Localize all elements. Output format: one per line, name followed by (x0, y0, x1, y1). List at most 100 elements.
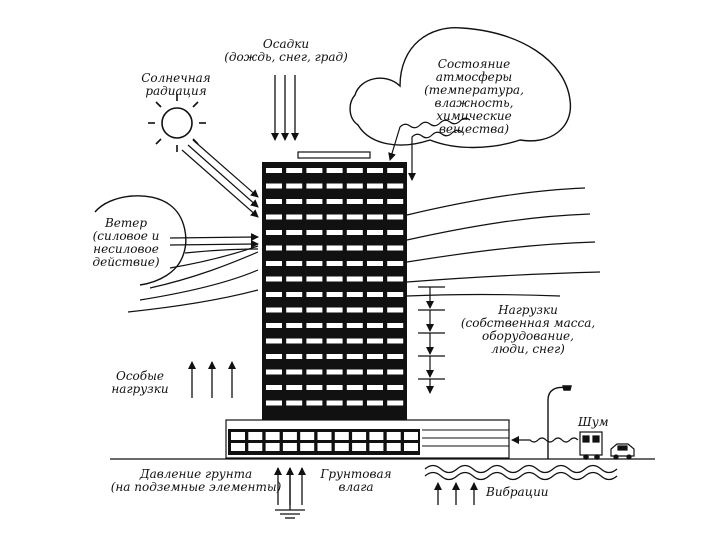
tower-window (306, 261, 323, 266)
groundwater-label: Грунтовая влага (320, 467, 392, 494)
tower-window (326, 230, 343, 235)
precipitation-arrows (271, 75, 299, 141)
tower-window (286, 245, 303, 251)
tower-window (387, 214, 404, 220)
tower-window (326, 369, 343, 375)
podium-window (265, 432, 280, 440)
tower-window (387, 338, 404, 344)
tower-window (266, 183, 282, 189)
podium-window (369, 443, 384, 451)
tower-window (387, 354, 404, 359)
tower-window (346, 276, 363, 282)
tower-window (286, 385, 303, 390)
tower-window (266, 385, 282, 390)
tower-window (367, 369, 383, 375)
vibration-label: Вибрации (486, 485, 549, 499)
tower-window (326, 183, 343, 189)
atmosphere-label: Состояние атмосферы (температура, влажно… (424, 57, 524, 136)
solar-radiation-arrows (181, 139, 259, 218)
tower-window (286, 168, 303, 173)
tower-window (286, 214, 303, 220)
sun-icon (148, 94, 206, 152)
tower-window (266, 199, 282, 204)
tower-window (367, 354, 383, 359)
tower-window (326, 276, 343, 282)
podium-window (282, 443, 297, 451)
podium-window (248, 443, 263, 451)
tower-window (387, 323, 404, 328)
ground-symbol-icon (275, 468, 305, 519)
tower-window (266, 168, 282, 173)
tower-window (346, 354, 363, 359)
podium-window (334, 443, 349, 451)
tower-window (266, 261, 282, 266)
tower-window (326, 261, 343, 266)
street-lamp-icon (547, 385, 572, 459)
tower-window (346, 245, 363, 251)
car-icon (610, 443, 635, 460)
tower-window (387, 183, 404, 189)
tower-window (346, 168, 363, 173)
tower-window (266, 354, 282, 359)
tower-window (367, 214, 383, 220)
tower-window (346, 369, 363, 375)
wind-label: Ветер (силовое и несиловое действие) (92, 216, 160, 269)
tower-window (306, 292, 323, 297)
podium-window (282, 432, 297, 440)
tower-window (286, 199, 303, 204)
podium-window (352, 443, 367, 451)
podium-window (386, 432, 401, 440)
tower-window (266, 230, 282, 235)
tower-window (266, 276, 282, 282)
tower-window (387, 230, 404, 235)
wind-flow-lines-left (127, 233, 259, 313)
tower-window (367, 307, 383, 313)
tower-window (306, 168, 323, 173)
special-loads-arrows (188, 361, 236, 398)
tower-window (367, 338, 383, 344)
podium-window (265, 443, 280, 451)
tower-window (326, 354, 343, 359)
podium-building (225, 419, 510, 459)
tower-window (346, 183, 363, 189)
tower-window (367, 400, 383, 406)
tower-window (346, 338, 363, 344)
podium-window (334, 432, 349, 440)
tower-window (387, 168, 404, 173)
tower-window (306, 385, 323, 390)
tower-window (286, 400, 303, 406)
tower-window (367, 261, 383, 266)
tower-window (306, 245, 323, 251)
tower-window (286, 338, 303, 344)
cloud-icon (349, 27, 572, 149)
podium-window (317, 432, 332, 440)
tower-window (286, 323, 303, 328)
tower-window (326, 307, 343, 313)
tower-window (326, 214, 343, 220)
tower-window (367, 245, 383, 251)
tower-window (387, 369, 404, 375)
tower-window (286, 307, 303, 313)
tower-window (306, 338, 323, 344)
tower-window (266, 292, 282, 297)
tower-window (326, 338, 343, 344)
tower-window (387, 385, 404, 390)
tower-window (387, 292, 404, 297)
wind-cloud-icon (94, 195, 187, 286)
tower-window (286, 369, 303, 375)
podium-window (317, 443, 332, 451)
podium-window (404, 443, 418, 451)
tower-window (326, 245, 343, 251)
tower-window (306, 230, 323, 235)
tower-window (326, 385, 343, 390)
tower-window (286, 276, 303, 282)
tower-window (306, 214, 323, 220)
tower-window (326, 400, 343, 406)
tower-window (346, 261, 363, 266)
podium-window (352, 432, 367, 440)
soil-pressure-label: Давление грунта (на подземные элементы) (110, 467, 282, 494)
tower-window (306, 307, 323, 313)
noise-label: Шум (578, 415, 609, 429)
